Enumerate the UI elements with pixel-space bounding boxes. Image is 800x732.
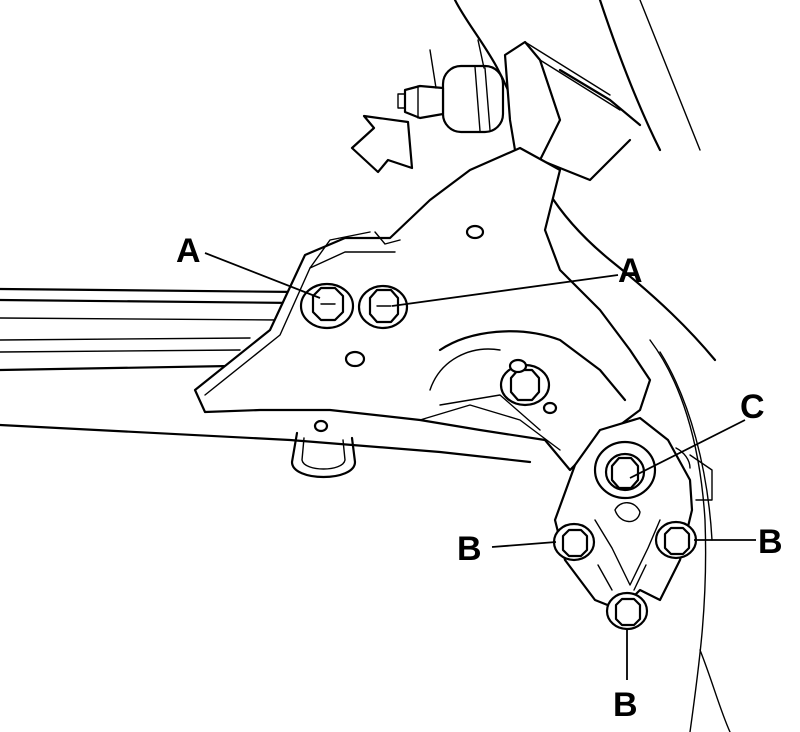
callout-a-right: A <box>618 252 643 290</box>
bolt-a-left <box>299 282 355 330</box>
bolt-b-bottom <box>605 591 649 631</box>
control-arm <box>193 146 652 478</box>
u-bracket <box>290 431 357 478</box>
callout-c: C <box>740 388 765 426</box>
callout-b-left: B <box>457 530 482 568</box>
direction-arrow-icon <box>350 114 414 174</box>
knuckle-bracket <box>553 416 713 612</box>
arm-pivot-bolt <box>499 358 558 415</box>
bushing <box>441 64 505 134</box>
bolt-b-right <box>654 520 698 560</box>
plate-hole <box>313 419 329 433</box>
leader-lines <box>204 252 756 680</box>
plate-hole <box>465 224 485 240</box>
callout-b-right: B <box>758 523 783 561</box>
frame-rails <box>0 287 532 464</box>
plate-hole <box>344 350 366 368</box>
bushing-nut <box>403 84 445 120</box>
callout-b-bottom: B <box>613 686 638 724</box>
bolt-a-right <box>357 284 409 330</box>
bolt-b-left <box>552 522 596 562</box>
callout-a-left: A <box>176 232 201 270</box>
bolt-c <box>610 456 640 490</box>
